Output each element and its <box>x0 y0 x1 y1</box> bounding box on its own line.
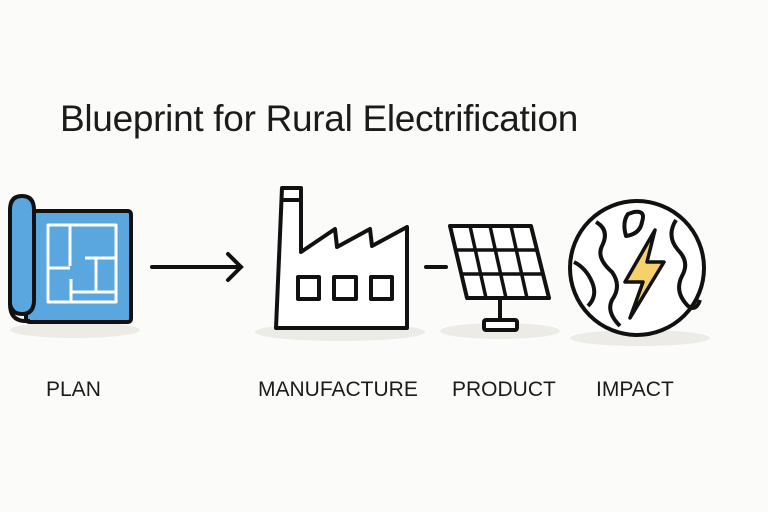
solar-panel-icon <box>448 224 551 332</box>
arrow-icon <box>150 252 244 282</box>
blueprint-icon <box>8 194 133 324</box>
stage-label-impact: IMPACT <box>596 378 674 401</box>
stage-label-product: PRODUCT <box>452 378 556 401</box>
globe-lightning-icon <box>568 199 706 337</box>
factory-icon <box>274 186 409 330</box>
diagram-title: Blueprint for Rural Electrification <box>60 98 578 139</box>
stage-label-plan: PLAN <box>46 378 101 401</box>
stage-label-manufacture: MANUFACTURE <box>258 378 418 401</box>
